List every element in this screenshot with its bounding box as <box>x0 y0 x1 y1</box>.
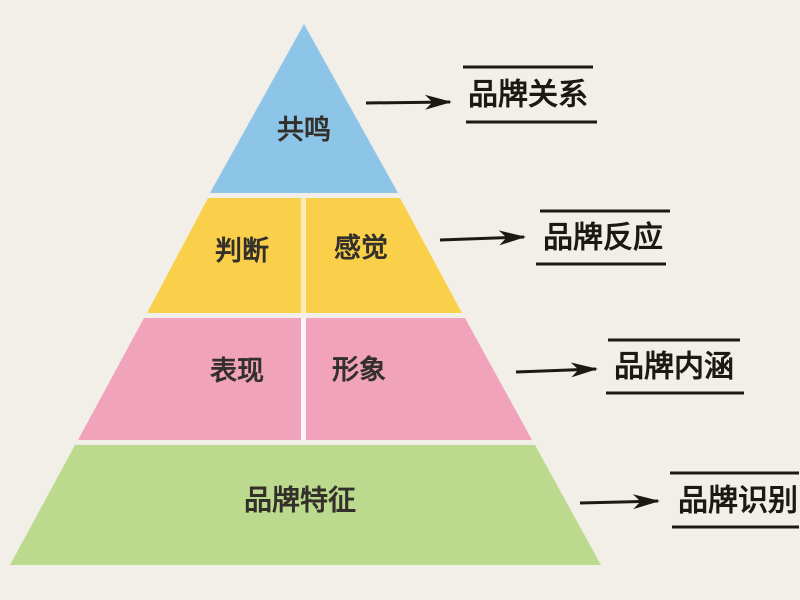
annotation-level4: 品牌识别 <box>670 471 799 529</box>
pyramid-level1-label: 共鸣 <box>277 115 331 145</box>
pyramid-level1-resonance-shape <box>210 24 398 193</box>
pyramid-level2-right-label: 感觉 <box>334 232 388 263</box>
annotation-level3-label: 品牌内涵 <box>614 351 734 384</box>
annotation-level4-label: 品牌识别 <box>678 485 798 518</box>
annotation-level1: 品牌关系 <box>463 65 597 124</box>
pyramid-level4-label: 品牌特征 <box>244 485 356 516</box>
pyramid-level3-divider <box>301 318 306 440</box>
pyramid-level2-left-label: 判断 <box>215 236 269 266</box>
pyramid-level3-left-label: 表现 <box>210 356 264 386</box>
annotation-level3: 品牌内涵 <box>606 338 744 395</box>
pyramid-level3-right-label: 形象 <box>332 354 386 385</box>
arrow-level4 <box>579 494 660 510</box>
annotation-level1-label: 品牌关系 <box>468 79 588 112</box>
annotation-level2: 品牌反应 <box>536 209 670 266</box>
arrow-level3 <box>515 362 598 378</box>
annotation-level2-label: 品牌反应 <box>543 221 663 255</box>
pyramid-level2-divider <box>301 198 306 313</box>
arrow-level1 <box>365 94 452 110</box>
pyramid-level4-salience-shape <box>10 445 601 565</box>
arrow-level2 <box>439 230 526 246</box>
